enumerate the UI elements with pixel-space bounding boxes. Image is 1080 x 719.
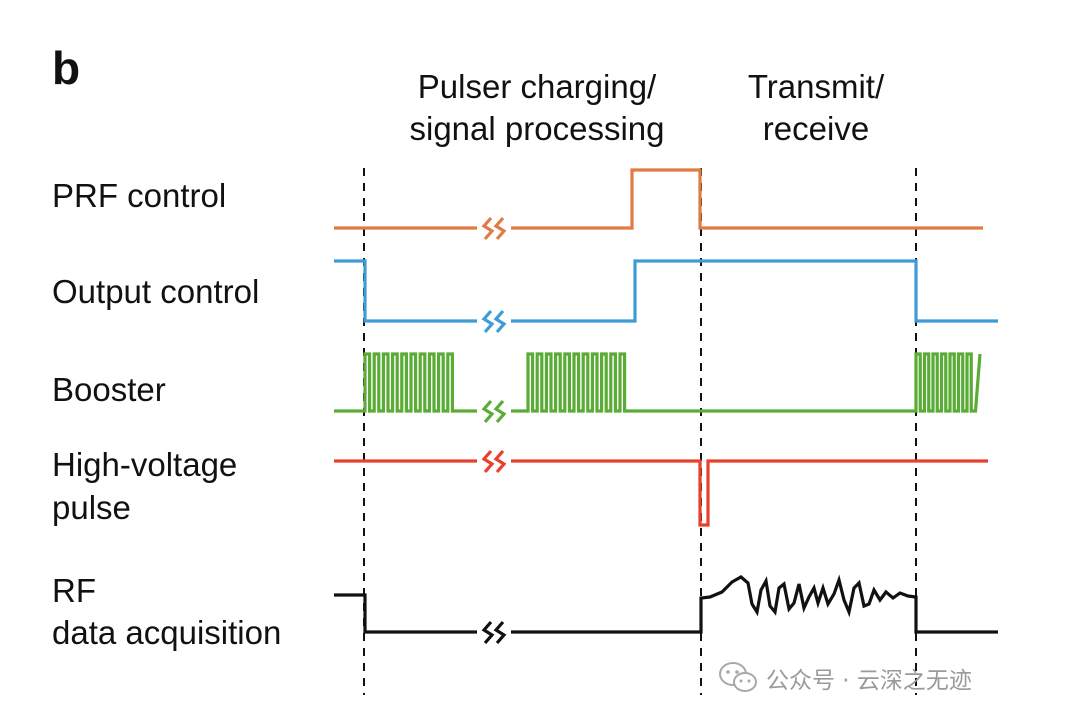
watermark-text: 公众号 · 云深之无迹 <box>766 668 972 694</box>
trace-output-control <box>334 259 998 334</box>
wechat-icon <box>719 662 757 692</box>
label-rf-line1: RF <box>52 572 96 609</box>
label-hv-line2: pulse <box>52 489 131 526</box>
trace-high-voltage-pulse <box>334 449 988 527</box>
phase-charging-line1: Pulser charging/ <box>418 68 657 105</box>
phase-transmit-line1: Transmit/ <box>748 68 885 105</box>
label-rf-line2: data acquisition <box>52 614 281 651</box>
phase-transmit-line2: receive <box>763 110 869 147</box>
panel-letter: b <box>52 42 80 94</box>
trace-prf-control <box>334 168 983 241</box>
label-output-control: Output control <box>52 273 259 310</box>
phase-charging-line2: signal processing <box>410 110 665 147</box>
trace-booster <box>334 352 982 424</box>
label-hv-line1: High-voltage <box>52 446 237 483</box>
label-booster: Booster <box>52 371 166 408</box>
label-prf-control: PRF control <box>52 177 226 214</box>
watermark: 公众号 · 云深之无迹 <box>718 660 972 696</box>
trace-rf-data-acquisition <box>334 574 998 645</box>
